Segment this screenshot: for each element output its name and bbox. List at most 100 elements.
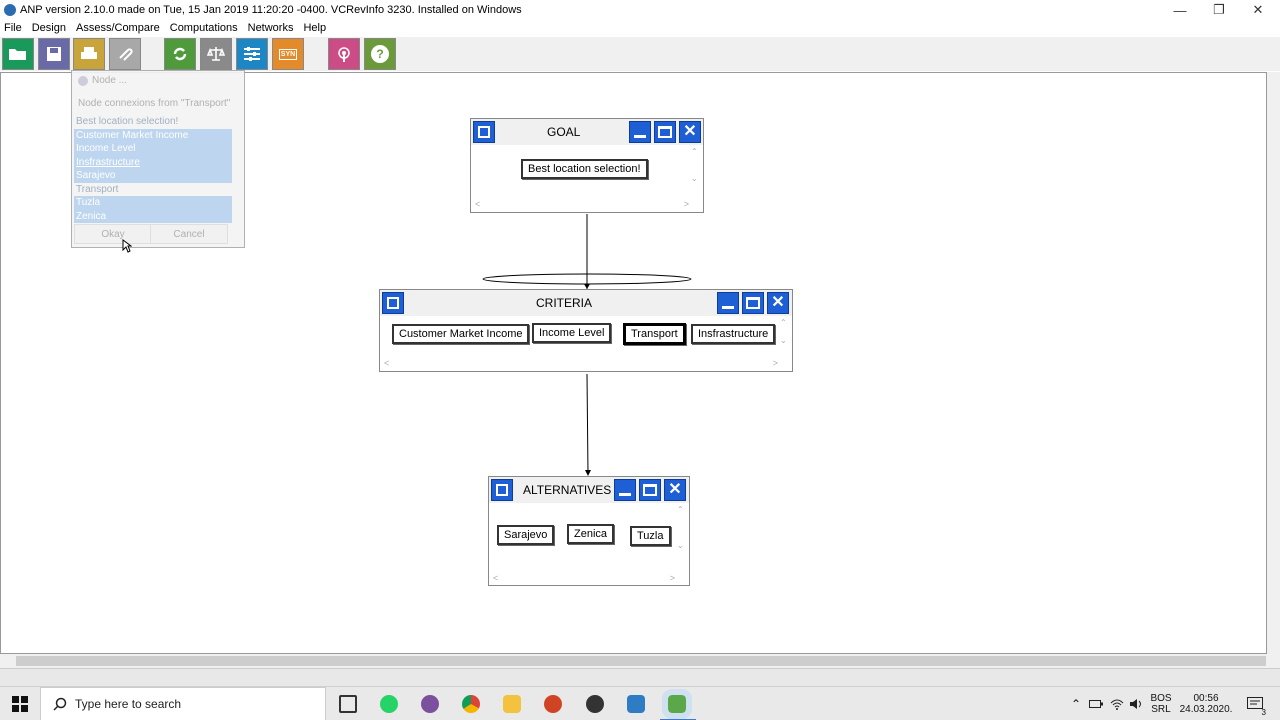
cluster-menu-icon[interactable] — [473, 121, 495, 143]
cluster-vscroll[interactable]: ⌃⌄ — [677, 505, 684, 550]
whatsapp-icon[interactable] — [380, 695, 398, 713]
canvas-horizontal-scrollbar[interactable] — [0, 654, 1280, 668]
dialog-subtitle: Node connexions from "Transport" — [78, 98, 231, 109]
menu-computations[interactable]: Computations — [169, 22, 238, 34]
cluster-hscroll[interactable]: <> — [384, 358, 778, 368]
cluster-hscroll[interactable]: <> — [475, 199, 689, 209]
menu-assess-compare[interactable]: Assess/Compare — [75, 22, 160, 34]
cluster-hscroll[interactable]: <> — [493, 573, 675, 583]
title-bar: ANP version 2.10.0 made on Tue, 15 Jan 2… — [0, 0, 1280, 20]
canvas-vertical-scrollbar[interactable] — [1267, 72, 1280, 654]
superdecisions-icon[interactable] — [662, 689, 692, 719]
node-connexions-dialog[interactable]: Node ... Node connexions from "Transport… — [71, 70, 245, 248]
cluster-title: ALTERNATIVES — [523, 483, 612, 497]
list-item[interactable]: Sarajevo — [74, 169, 232, 183]
node-income-level[interactable]: Income Level — [532, 323, 612, 343]
cluster-title: GOAL — [547, 125, 581, 139]
toolbar: SYN ? — [0, 37, 1280, 71]
menu-help[interactable]: Help — [303, 22, 327, 34]
minimize-icon[interactable] — [717, 292, 739, 314]
remote-desktop-icon[interactable] — [627, 695, 645, 713]
app-icon — [4, 4, 16, 16]
cluster-menu-icon[interactable] — [382, 292, 404, 314]
obs-icon[interactable] — [586, 695, 604, 713]
open-folder-icon[interactable] — [2, 38, 34, 70]
close-icon[interactable]: ✕ — [767, 292, 789, 314]
cluster-menu-icon[interactable] — [491, 479, 513, 501]
status-strip — [0, 668, 1280, 686]
chevron-up-icon[interactable]: ⌃ — [1070, 697, 1082, 711]
close-icon[interactable]: ✕ — [679, 121, 701, 143]
windows-start-icon[interactable] — [0, 687, 40, 720]
viber-icon[interactable] — [421, 695, 439, 713]
menu-design[interactable]: Design — [31, 22, 66, 34]
maximize-icon[interactable] — [639, 479, 661, 501]
menu-networks[interactable]: Networks — [247, 22, 294, 34]
search-icon — [53, 697, 67, 711]
help-icon[interactable]: ? — [364, 38, 396, 70]
list-item[interactable]: Insfrastructure — [74, 155, 232, 169]
list-item[interactable]: Best location selection! — [76, 116, 179, 127]
arrowhead — [585, 470, 591, 476]
notification-count: 3 — [1261, 708, 1266, 717]
chrome-icon[interactable] — [462, 695, 480, 713]
menu-bar: File Design Assess/Compare Computations … — [0, 20, 1280, 36]
close-icon[interactable]: ✕ — [664, 479, 686, 501]
list-item[interactable]: Tuzla — [74, 196, 232, 210]
cluster-criteria[interactable]: CRITERIA ✕ Customer Market Income Income… — [379, 289, 793, 372]
close-window-button[interactable]: ✕ — [1252, 2, 1264, 17]
volume-icon[interactable] — [1128, 687, 1144, 720]
globe-icon — [78, 75, 88, 86]
arrowhead — [584, 284, 590, 289]
refresh-icon[interactable] — [164, 38, 196, 70]
list-item[interactable]: Customer Market Income — [74, 128, 232, 142]
node-transport[interactable]: Transport — [623, 323, 686, 345]
menu-file[interactable]: File — [4, 22, 22, 34]
wifi-icon[interactable] — [1108, 687, 1126, 720]
node-insfrastructure[interactable]: Insfrastructure — [691, 324, 776, 344]
connection-lines — [482, 214, 692, 476]
node-zenica[interactable]: Zenica — [567, 524, 615, 544]
powerpoint-icon[interactable] — [544, 695, 562, 713]
mouse-cursor-icon — [122, 239, 132, 253]
print-icon[interactable] — [73, 38, 105, 70]
cluster-vscroll[interactable]: ⌃⌄ — [780, 318, 787, 345]
file-explorer-icon[interactable] — [503, 695, 521, 713]
syn-synthesis-icon[interactable]: SYN — [272, 38, 304, 70]
cluster-title: CRITERIA — [536, 296, 593, 310]
minimize-icon[interactable] — [614, 479, 636, 501]
node-customer-market-income[interactable]: Customer Market Income — [392, 324, 530, 344]
minimize-window-button[interactable]: — — [1173, 2, 1187, 18]
scrollbar-thumb[interactable] — [16, 656, 1266, 666]
connexions-list[interactable]: Best location selection! Customer Market… — [74, 115, 232, 295]
paperclip-icon[interactable] — [109, 38, 141, 70]
sliders-icon[interactable] — [236, 38, 268, 70]
maximize-icon[interactable] — [742, 292, 764, 314]
save-disk-icon[interactable] — [38, 38, 70, 70]
okay-button[interactable]: Okay — [74, 224, 152, 244]
notification-icon[interactable]: 3 — [1242, 687, 1268, 720]
list-item[interactable]: Income Level — [74, 142, 232, 156]
restore-window-button[interactable]: ❐ — [1213, 2, 1225, 17]
cancel-button[interactable]: Cancel — [150, 224, 228, 244]
criteria-to-alternatives-arrow — [586, 373, 589, 476]
broadcast-icon[interactable] — [328, 38, 360, 70]
taskbar-search-input[interactable]: Type here to search — [40, 687, 326, 720]
node-best-location-selection[interactable]: Best location selection! — [521, 159, 648, 179]
battery-icon[interactable] — [1088, 687, 1104, 720]
list-item[interactable]: Zenica — [74, 209, 232, 223]
minimize-icon[interactable] — [629, 121, 651, 143]
task-view-icon[interactable] — [339, 695, 357, 713]
maximize-icon[interactable] — [654, 121, 676, 143]
cluster-alternatives[interactable]: ALTERNATIVES ✕ Sarajevo Zenica Tuzla ⌃⌄ … — [488, 476, 690, 586]
list-item[interactable]: Transport — [76, 183, 119, 195]
dialog-title: Node ... — [78, 75, 127, 86]
balance-scale-icon[interactable] — [200, 38, 232, 70]
window-title: ANP version 2.10.0 made on Tue, 15 Jan 2… — [20, 4, 522, 16]
cluster-goal[interactable]: GOAL ✕ Best location selection! ⌃⌄ <> — [470, 118, 704, 213]
cluster-vscroll[interactable]: ⌃⌄ — [691, 147, 698, 183]
node-tuzla[interactable]: Tuzla — [630, 526, 671, 546]
node-sarajevo[interactable]: Sarajevo — [497, 525, 555, 545]
